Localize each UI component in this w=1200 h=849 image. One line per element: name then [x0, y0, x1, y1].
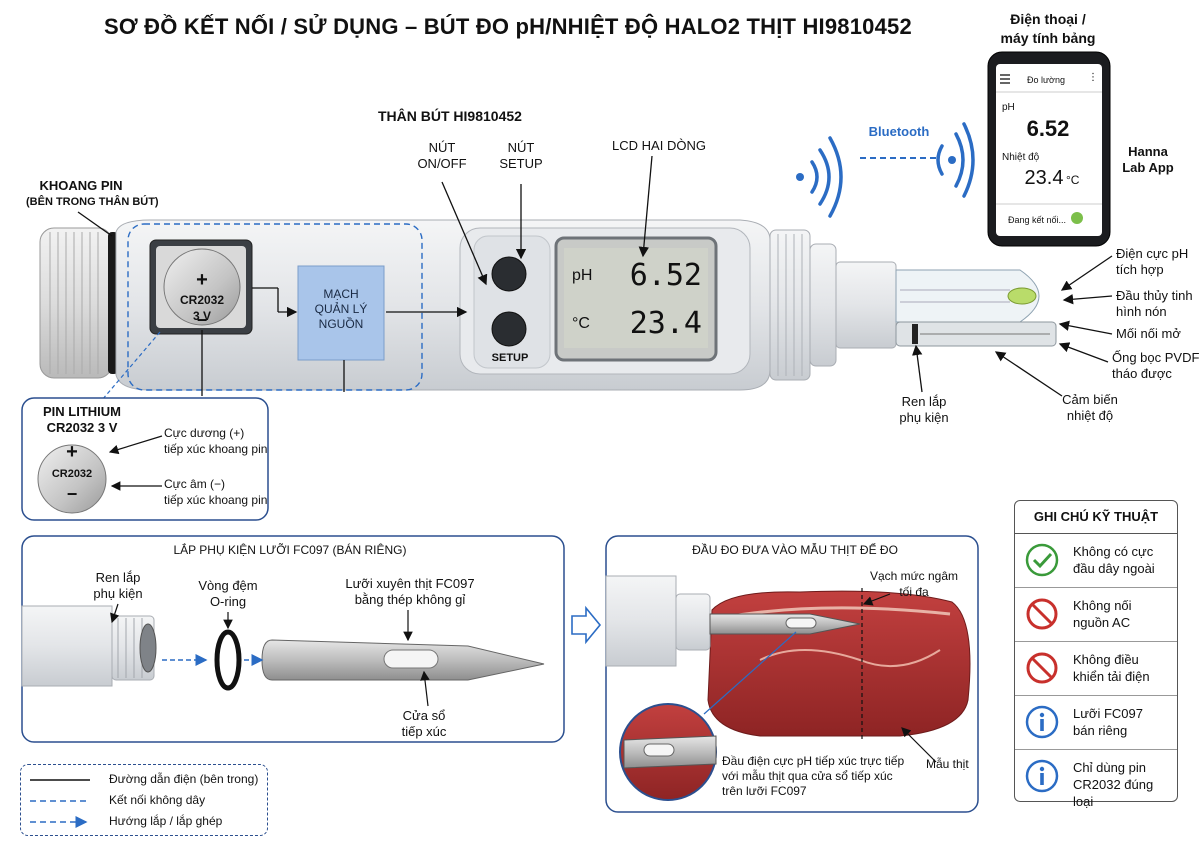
info-icon [1025, 705, 1059, 739]
contact-note: Đầu điện cực pH tiếp xúc trực tiếp với m… [722, 754, 905, 798]
battery-minus-sign: − [196, 310, 208, 330]
coin-label: CR2032 [51, 468, 93, 480]
electrode-callout: Điện cực pH tích hợp [1116, 246, 1189, 277]
on-off-label: NÚT ON/OFF [417, 140, 467, 171]
info-icon [1025, 759, 1059, 793]
coin-plus: + [66, 441, 78, 463]
phone-ph-label: pH [1002, 102, 1015, 113]
negative-terminal-label: Cực âm (−) tiếp xúc khoang pin [164, 477, 268, 507]
lcd-label: LCD HAI DÒNG [612, 138, 706, 153]
prohibited-icon [1026, 598, 1058, 630]
phone-menu-title: Đo lường [1027, 75, 1065, 85]
setup-label: NÚT SETUP [499, 140, 543, 171]
internal-wiring [77, 155, 1113, 397]
oring-part [214, 629, 242, 691]
lcd-temp-value: 23.4 [629, 306, 702, 341]
panel-transition-arrow [571, 605, 602, 645]
blade-label: Lưỡi xuyên thịt FC097 bằng thép không gỉ [345, 576, 475, 607]
phone-menu-icon[interactable] [998, 68, 1014, 86]
notes-title: GHI CHÚ KỸ THUẬT [1015, 501, 1177, 534]
power-circuit-label: MẠCH QUẢN LÝ NGUỒN [314, 287, 368, 331]
magnifier-inset [619, 703, 717, 801]
accessory-thread-callout: Ren lắp phụ kiện [899, 394, 949, 425]
pvdf-sleeve-callout: Ống bọc PVDF tháo được [1112, 350, 1200, 381]
immersion-label: Vạch mức ngâm tối đa [869, 569, 959, 599]
bluetooth-waves [796, 122, 975, 218]
phone-temp-unit: °C [1066, 173, 1080, 187]
power-circuit-box [297, 265, 385, 361]
lcd-ph-value: 6.52 [629, 258, 702, 293]
phone-more-icon[interactable]: ⋮ [1088, 72, 1098, 83]
meat-panel-title: ĐẦU ĐO ĐƯA VÀO MẪU THỊT ĐỂ ĐO [692, 543, 898, 557]
accessory-thread-label: Ren lắp phụ kiện [93, 570, 143, 601]
lcd-screen [554, 236, 718, 362]
bluetooth-label: Bluetooth [868, 124, 930, 139]
window-label: Cửa sổ tiếp xúc [401, 708, 447, 739]
conical-tip-callout: Đầu thủy tinh hình nón [1116, 288, 1193, 319]
legend-lines [30, 779, 90, 828]
phone-temp-label: Nhiệt độ [1002, 152, 1040, 163]
app-label: Hanna Lab App [1122, 144, 1174, 175]
lcd-temp-unit: °C [572, 315, 590, 332]
oring-label: Vòng đệm O-ring [198, 578, 258, 609]
meat-sample-label: Mẫu thịt [926, 757, 969, 771]
accessory-thread-part [21, 605, 157, 687]
battery-model-label: CR2032 3 V [179, 293, 225, 323]
battery-compartment-label: KHOANG PIN (BÊN TRONG THÂN BÚT) [26, 178, 159, 208]
phone-ph-value: 6.52 [1026, 116, 1070, 141]
open-junction-callout: Mối nối mở [1116, 326, 1181, 341]
battery-detail-title: PIN LITHIUM CR2032 3 V [43, 404, 121, 435]
check-icon [1025, 543, 1059, 577]
meat-panel-pen [605, 575, 861, 667]
battery-holder [149, 239, 253, 335]
fc097-blade [261, 639, 545, 681]
coin-cell [37, 444, 107, 514]
prohibited-icon [1026, 652, 1058, 684]
device-label: Điện thoại / máy tính bảng [1000, 11, 1096, 46]
setup-button[interactable] [492, 312, 526, 346]
lcd-ph-unit: pH [572, 267, 593, 284]
phone-temp-value: 23.4 [1024, 167, 1064, 189]
pen-body-label: THÂN BÚT HI9810452 [378, 108, 522, 124]
meat-sample [707, 590, 971, 737]
temp-sensor-callout: Cảm biến nhiệt độ [1062, 392, 1118, 423]
positive-terminal-label: Cực dương (+) tiếp xúc khoang pin [164, 426, 268, 456]
phone-status: Đang kết nối... [1008, 215, 1067, 225]
phone-device [987, 51, 1111, 247]
legend-box: Đường dẫn điện (bên trong) Kết nối không… [20, 764, 268, 836]
accessory-panel-title: LẮP PHỤ KIỆN LƯỠI FC097 (BÁN RIÊNG) [173, 543, 407, 557]
battery-plus-sign: + [196, 269, 208, 291]
on-off-button[interactable] [492, 257, 526, 291]
coin-minus: − [66, 484, 78, 504]
setup-button-text: SETUP [491, 352, 529, 364]
page-title: SƠ ĐỒ KẾT NỐI / SỬ DỤNG – BÚT ĐO pH/NHIỆ… [104, 14, 912, 39]
battery-compartment-outline [127, 223, 423, 391]
